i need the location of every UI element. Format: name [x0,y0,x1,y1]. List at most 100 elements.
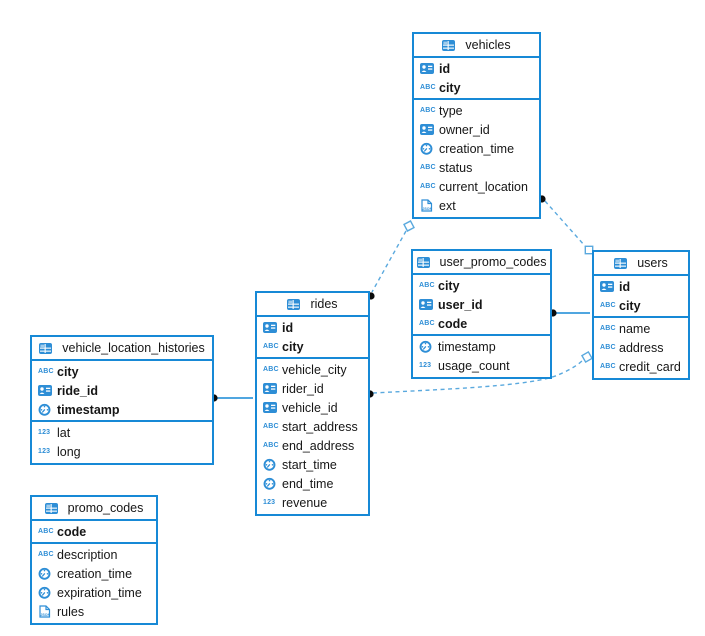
uuid-id-badge-icon [38,385,57,396]
integer-123-icon: 123 [263,499,276,506]
text-abc-icon: ABC [263,423,279,430]
field-label: end_address [282,438,355,453]
text-abc-icon: ABC [600,363,616,370]
table-title: vehicles [465,38,511,52]
field-row-end_time[interactable]: end_time [257,474,368,493]
field-label: rider_id [282,381,324,396]
table-header[interactable]: rides [257,293,368,317]
table-title: rides [310,297,338,311]
json-document-icon: JSON [38,605,57,618]
svg-text:JSON: JSON [40,613,50,617]
field-row-creation_time[interactable]: creation_time [32,564,156,583]
field-row-vehicle_id[interactable]: vehicle_id [257,398,368,417]
field-label: city [57,364,79,379]
table-title: promo_codes [67,501,144,515]
relationship-line-rides-vehicles[interactable] [371,230,407,293]
field-row-ride_id[interactable]: ride_id [32,381,212,400]
field-row-user_id[interactable]: user_id [413,295,550,314]
field-row-owner_id[interactable]: owner_id [414,120,539,139]
text-abc-icon: ABC [38,368,54,375]
field-row-expiration_time[interactable]: expiration_time [32,583,156,602]
field-row-timestamp[interactable]: timestamp [32,400,212,419]
field-label: expiration_time [57,585,142,600]
field-label: creation_time [57,566,133,581]
text-abc-icon: ABC [419,320,435,327]
field-label: start_address [282,419,358,434]
table-header[interactable]: users [594,252,688,276]
table-header[interactable]: user_promo_codes [413,251,550,275]
text-abc-icon: ABC [420,107,436,114]
svg-text:JSON: JSON [422,207,432,211]
field-row-start_time[interactable]: start_time [257,455,368,474]
uuid-id-badge-icon [420,124,439,135]
field-row-id[interactable]: id [414,59,539,78]
table-header[interactable]: vehicles [414,34,539,58]
text-abc-icon: ABC [600,344,616,351]
timestamp-clock-icon [420,142,439,155]
field-label: city [438,278,460,293]
table-grid-icon [442,39,460,51]
field-row-rider_id[interactable]: rider_id [257,379,368,398]
field-label: timestamp [57,402,120,417]
uuid-id-badge-icon [420,63,439,74]
timestamp-clock-icon [38,403,57,416]
field-row-creation_time[interactable]: creation_time [414,139,539,158]
text-abc-icon: ABC [420,84,436,91]
table-header[interactable]: promo_codes [32,497,156,521]
field-label: credit_card [619,359,681,374]
field-row-id[interactable]: id [257,318,368,337]
text-abc-icon: ABC [600,302,616,309]
field-label: vehicle_id [282,400,338,415]
relationship-square-endpoint [403,220,415,232]
relationship-line-rides-users[interactable] [372,359,584,394]
field-label: long [57,444,81,459]
field-label: city [619,298,641,313]
field-row-id[interactable]: id [594,277,688,296]
text-abc-icon: ABC [420,183,436,190]
timestamp-clock-icon [38,567,57,580]
integer-123-icon: 123 [38,429,51,436]
field-row-ext[interactable]: JSON ext [414,196,539,215]
field-label: vehicle_city [282,362,347,377]
table-grid-icon [39,342,57,354]
field-label: city [282,339,304,354]
uuid-id-badge-icon [263,322,282,333]
table-header[interactable]: vehicle_location_histories [32,337,212,361]
relationship-square-endpoint [580,350,594,364]
relationship-line-vehicles-users[interactable] [544,200,586,247]
field-label: ext [439,198,456,213]
field-row-timestamp[interactable]: timestamp [413,337,550,356]
field-label: name [619,321,651,336]
